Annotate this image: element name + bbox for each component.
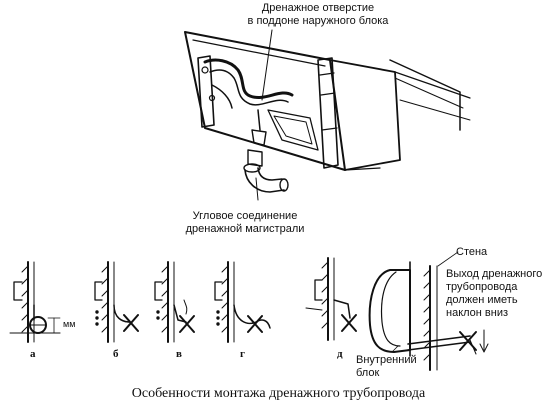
variant-letter-d: д (337, 348, 343, 360)
indoor-unit-label-line2: блок (356, 367, 380, 379)
figure-caption: Особенности монтажа дренажного трубопров… (131, 386, 426, 401)
drain-hole-label-line1: Дренажное отверстие (261, 2, 375, 14)
variant-a-drawing (9, 261, 61, 343)
drain-hole-label-line2: в поддоне наружного блока (247, 15, 389, 27)
outlet-label-line2: трубопровода (446, 281, 518, 293)
variant-letter-a: а (30, 348, 36, 360)
mm-label: мм (63, 319, 76, 329)
outdoor-unit-drawing (184, 29, 471, 201)
variant-letter-v: в (176, 348, 182, 360)
elbow-label-line1: Угловое соединение (192, 210, 298, 222)
indoor-unit-label: Внутренний блок (356, 354, 417, 380)
variant-g-drawing (214, 261, 271, 343)
variant-v-drawing (154, 261, 195, 343)
elbow-label-line2: дренажной магистрали (185, 223, 305, 235)
elbow-label: Угловое соединение дренажной магистрали (160, 210, 330, 236)
outlet-label-line3: должен иметь (446, 294, 518, 306)
variant-b-drawing (94, 261, 139, 343)
outlet-label: Выход дренажного трубопровода должен име… (446, 268, 542, 320)
outlet-label-line4: наклон вниз (446, 307, 509, 319)
indoor-unit-drawing (368, 251, 489, 371)
drain-hole-label: Дренажное отверстие в поддоне наружного … (228, 2, 408, 28)
variant-d-drawing (305, 257, 357, 341)
variant-letter-g: г (240, 348, 245, 360)
wall-label: Стена (456, 246, 488, 258)
outlet-label-line1: Выход дренажного (446, 268, 543, 280)
indoor-unit-label-line1: Внутренний (356, 354, 417, 366)
variant-letter-b: б (113, 348, 119, 360)
